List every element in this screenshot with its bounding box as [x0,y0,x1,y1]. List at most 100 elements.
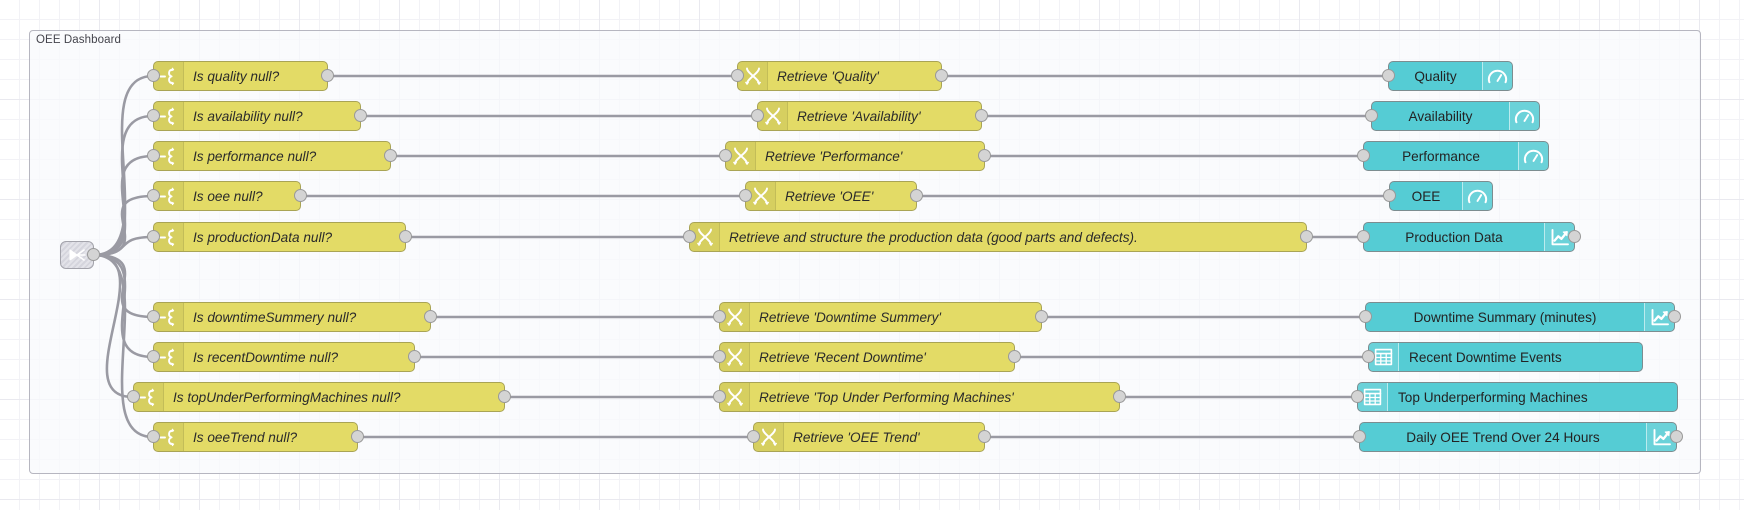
change-node-7-input-port[interactable] [713,390,726,403]
dashboard-node-3-label: OEE [1411,188,1441,204]
change-node-2-output-port[interactable] [978,149,991,162]
dashboard-node-3-input-port[interactable] [1383,189,1396,202]
switch-node-1-input-port[interactable] [147,109,160,122]
switch-icon [159,308,175,326]
switch-node-8-output-port[interactable] [351,430,364,443]
dashboard-node-0-label: Quality [1414,68,1457,84]
change-node-2-input-port[interactable] [719,149,732,162]
table-icon-container [1358,383,1388,411]
change-icon [696,228,713,246]
change-node-1-input-port[interactable] [751,109,764,122]
change-node-6-input-port[interactable] [713,350,726,363]
switch-node-7-output-port[interactable] [498,390,511,403]
change-node-8-input-port[interactable] [747,430,760,443]
change-node-6[interactable]: Retrieve 'Recent Downtime' [713,342,1021,372]
switch-node-0-output-port[interactable] [321,69,334,82]
dashboard-node-2[interactable]: Performance [1357,141,1549,171]
switch-node-5[interactable]: Is downtimeSummery null? [147,302,437,332]
change-node-7-output-port[interactable] [1113,390,1126,403]
dashboard-node-2-input-port[interactable] [1357,149,1370,162]
gauge-icon-container [1518,142,1548,170]
switch-node-2[interactable]: Is performance null? [147,141,397,171]
gauge-icon [1514,109,1535,123]
dashboard-node-7-input-port[interactable] [1351,390,1364,403]
change-node-5-input-port[interactable] [713,310,726,323]
dashboard-node-8[interactable]: Daily OEE Trend Over 24 Hours [1353,422,1683,452]
switch-node-0[interactable]: Is quality null? [147,61,334,91]
switch-node-8-label: Is oeeTrend null? [193,429,298,445]
dashboard-node-0-input-port[interactable] [1382,69,1395,82]
switch-icon [159,107,175,125]
switch-node-7-input-port[interactable] [127,390,140,403]
change-icon [752,187,769,205]
change-node-3-input-port[interactable] [739,189,752,202]
change-node-8-label: Retrieve 'OEE Trend' [793,429,920,445]
dashboard-node-5[interactable]: Downtime Summary (minutes) [1359,302,1681,332]
change-node-5-output-port[interactable] [1035,310,1048,323]
change-icon-container [720,303,750,331]
switch-node-1[interactable]: Is availability null? [147,101,367,131]
switch-node-7-label: Is topUnderPerformingMachines null? [173,389,401,405]
change-node-3-output-port[interactable] [910,189,923,202]
dashboard-node-5-output-port[interactable] [1668,310,1681,323]
change-node-8[interactable]: Retrieve 'OEE Trend' [747,422,991,452]
change-node-3-label: Retrieve 'OEE' [785,188,874,204]
dashboard-node-6[interactable]: Recent Downtime Events [1362,342,1643,372]
dashboard-node-7[interactable]: Top Underperforming Machines [1351,382,1678,412]
change-node-0[interactable]: Retrieve 'Quality' [731,61,948,91]
switch-node-7[interactable]: Is topUnderPerformingMachines null? [127,382,511,412]
dashboard-node-1-input-port[interactable] [1365,109,1378,122]
change-node-0-output-port[interactable] [935,69,948,82]
switch-node-1-output-port[interactable] [354,109,367,122]
switch-icon [139,388,155,406]
dashboard-node-3[interactable]: OEE [1383,181,1493,211]
switch-node-6-input-port[interactable] [147,350,160,363]
change-node-7[interactable]: Retrieve 'Top Under Performing Machines' [713,382,1126,412]
switch-node-3-output-port[interactable] [294,189,307,202]
dashboard-node-4-output-port[interactable] [1568,230,1581,243]
change-node-1[interactable]: Retrieve 'Availability' [751,101,988,131]
change-icon [726,308,743,326]
switch-node-3-input-port[interactable] [147,189,160,202]
link-in-icon [69,249,86,261]
switch-node-2-input-port[interactable] [147,149,160,162]
switch-node-0-input-port[interactable] [147,69,160,82]
switch-node-6[interactable]: Is recentDowntime null? [147,342,421,372]
change-node-1-output-port[interactable] [975,109,988,122]
dashboard-node-8-output-port[interactable] [1670,430,1683,443]
dashboard-node-4-input-port[interactable] [1357,230,1370,243]
switch-node-8-input-port[interactable] [147,430,160,443]
change-node-0-input-port[interactable] [731,69,744,82]
link-in-node[interactable] [60,241,100,269]
dashboard-node-1[interactable]: Availability [1365,101,1540,131]
switch-node-8[interactable]: Is oeeTrend null? [147,422,364,452]
switch-node-1-label: Is availability null? [193,108,303,124]
link-in-output-port[interactable] [87,248,100,261]
switch-node-2-output-port[interactable] [384,149,397,162]
change-node-3[interactable]: Retrieve 'OEE' [739,181,923,211]
switch-node-4[interactable]: Is productionData null? [147,222,412,252]
change-node-6-output-port[interactable] [1008,350,1021,363]
switch-node-5-input-port[interactable] [147,310,160,323]
switch-node-3[interactable]: Is oee null? [147,181,307,211]
dashboard-node-4[interactable]: Production Data [1357,222,1581,252]
group-label: OEE Dashboard [36,34,122,46]
change-node-4-output-port[interactable] [1300,230,1313,243]
switch-node-4-output-port[interactable] [399,230,412,243]
change-node-5[interactable]: Retrieve 'Downtime Summery' [713,302,1048,332]
switch-icon [159,428,175,446]
dashboard-node-6-input-port[interactable] [1362,350,1375,363]
change-node-4-input-port[interactable] [683,230,696,243]
switch-node-6-label: Is recentDowntime null? [193,349,339,365]
change-node-4[interactable]: Retrieve and structure the production da… [683,222,1313,252]
change-node-8-output-port[interactable] [978,430,991,443]
switch-node-4-input-port[interactable] [147,230,160,243]
change-node-2[interactable]: Retrieve 'Performance' [719,141,991,171]
dashboard-node-0[interactable]: Quality [1382,61,1513,91]
dashboard-node-5-input-port[interactable] [1359,310,1372,323]
switch-node-0-label: Is quality null? [193,68,280,84]
dashboard-node-8-input-port[interactable] [1353,430,1366,443]
switch-node-5-output-port[interactable] [424,310,437,323]
switch-node-6-output-port[interactable] [408,350,421,363]
